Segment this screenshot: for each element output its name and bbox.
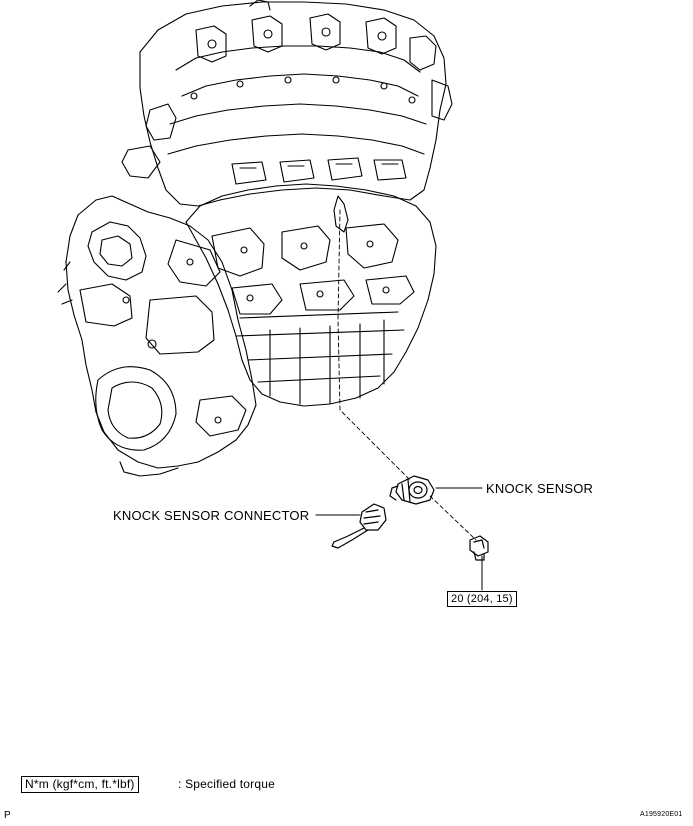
bolt-leader — [429, 495, 477, 541]
transaxle-outline — [57, 195, 257, 477]
figure-id: A195920E01 — [640, 811, 683, 818]
footer-left-mark: P — [4, 810, 11, 821]
knock-sensor-connector-label: KNOCK SENSOR CONNECTOR — [113, 508, 310, 523]
knock-sensor-connector-part — [331, 503, 387, 549]
torque-legend-description: : Specified torque — [178, 777, 275, 791]
knock-sensor-part — [389, 475, 435, 505]
engine-mount-leader — [337, 209, 411, 481]
knock-sensor-label: KNOCK SENSOR — [486, 481, 594, 496]
torque-value-box: 20 (204, 15) — [447, 591, 517, 607]
torque-unit-legend-box: N*m (kgf*cm, ft.*lbf) — [21, 776, 139, 793]
engine-block-outline — [185, 183, 437, 407]
sensor-bolt-part — [469, 535, 489, 561]
cylinder-head-outline — [121, 0, 453, 207]
